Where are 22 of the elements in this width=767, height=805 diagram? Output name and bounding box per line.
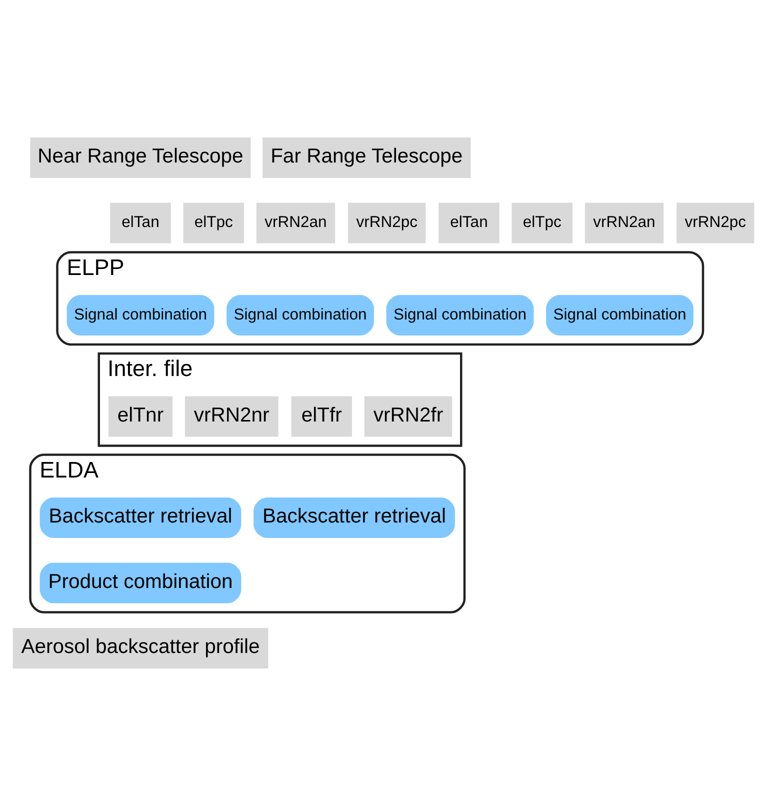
node-box: vrRN2fr [364, 396, 452, 436]
node-box: vrRN2an [584, 202, 664, 243]
node-box: Near Range Telescope [30, 137, 251, 178]
node-box: elTfr [291, 396, 352, 436]
node-box: vrRN2an [256, 202, 336, 243]
node-box: elTnr [108, 396, 173, 436]
node-box: Signal combination [386, 294, 534, 335]
node-box: Product combination [40, 562, 242, 603]
node-box: Signal combination [226, 294, 374, 335]
node-box: Aerosol backscatter profile [12, 628, 268, 668]
node-box: Far Range Telescope [262, 137, 471, 178]
node-box: elTpc [183, 202, 244, 243]
node-box: vrRN2pc [676, 202, 754, 243]
node-box: Backscatter retrieval [254, 497, 455, 538]
node-box: Signal combination [66, 294, 214, 335]
node-box: vrRN2pc [348, 202, 426, 243]
node-box: elTan [438, 202, 500, 243]
node-box: Signal combination [546, 294, 694, 335]
node-box: elTan [110, 202, 171, 243]
node-box: Backscatter retrieval [40, 497, 242, 538]
node-box: vrRN2nr [184, 396, 278, 436]
node-box: elTpc [512, 202, 572, 243]
